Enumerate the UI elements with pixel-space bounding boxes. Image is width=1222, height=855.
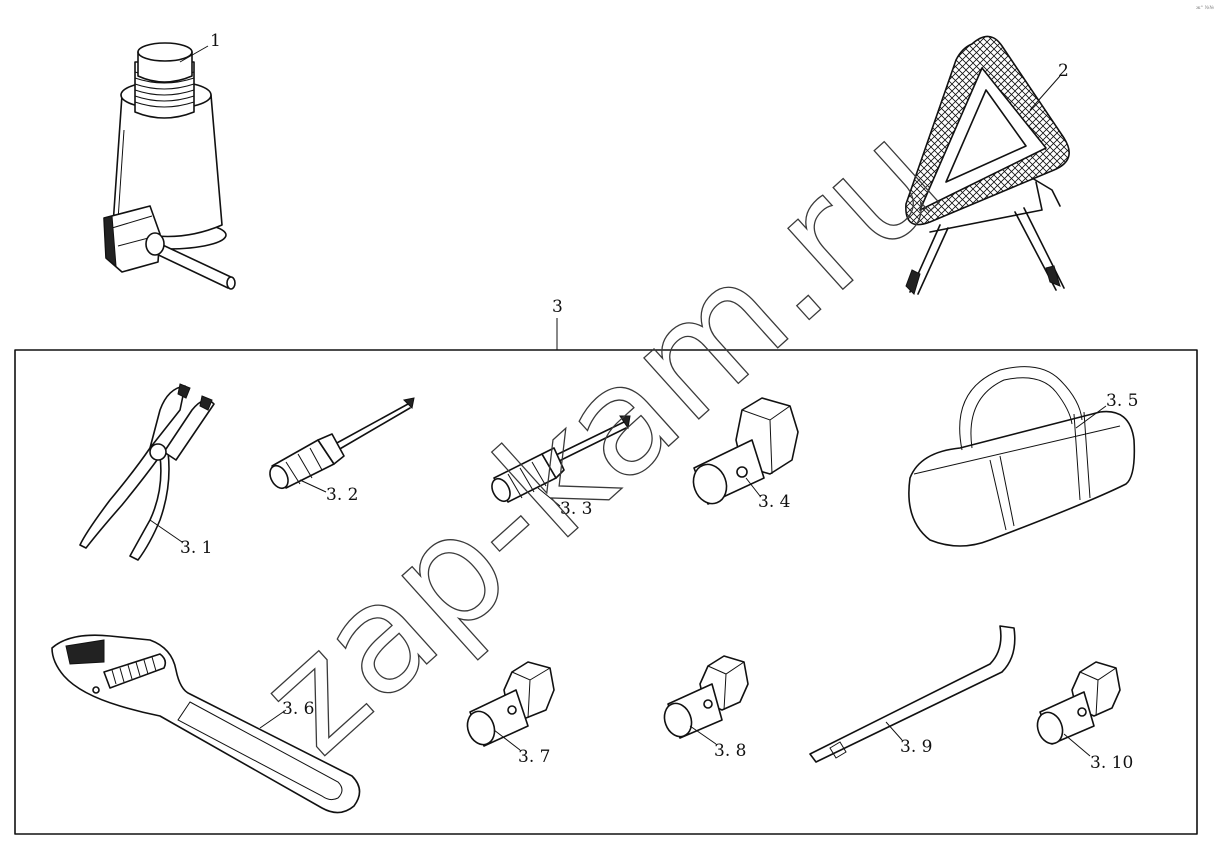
- callout-3-10: 3. 10: [1090, 753, 1133, 773]
- callout-1: 1: [210, 31, 221, 51]
- toolkit-frame: [14, 349, 1198, 835]
- callout-3-1: 3. 1: [180, 538, 212, 558]
- socket-b-illustration: [663, 655, 749, 739]
- callout-3-9: 3. 9: [900, 737, 932, 757]
- callout-3-8: 3. 8: [714, 741, 746, 761]
- callout-3: 3: [552, 297, 563, 317]
- callout-3-6: 3. 6: [282, 699, 314, 719]
- callout-3-2: 3. 2: [326, 485, 358, 505]
- callout-3-4: 3. 4: [758, 492, 790, 512]
- tool-bag-illustration: [908, 366, 1136, 547]
- callout-2: 2: [1058, 61, 1069, 81]
- socket-a-illustration: [466, 661, 555, 747]
- callout-3-3: 3. 3: [560, 499, 592, 519]
- callout-3-7: 3. 7: [518, 747, 550, 767]
- pry-bar-illustration: [809, 625, 1016, 763]
- jack-illustration: [103, 42, 236, 290]
- socket-small-illustration: [1036, 661, 1121, 745]
- large-socket-illustration: [692, 397, 799, 505]
- watermark-text: zap-kam.ru: [228, 91, 974, 787]
- cross-screwdriver-illustration: [491, 415, 631, 503]
- callout-3-5: 3. 5: [1106, 391, 1138, 411]
- pliers-illustration: [79, 383, 215, 561]
- warning-triangle-illustration: [905, 35, 1070, 295]
- corner-mark: ж° №№: [1196, 5, 1214, 11]
- adjustable-wrench-illustration: [51, 634, 361, 814]
- leader-lines: [149, 45, 1107, 757]
- flat-screwdriver-illustration: [269, 397, 415, 490]
